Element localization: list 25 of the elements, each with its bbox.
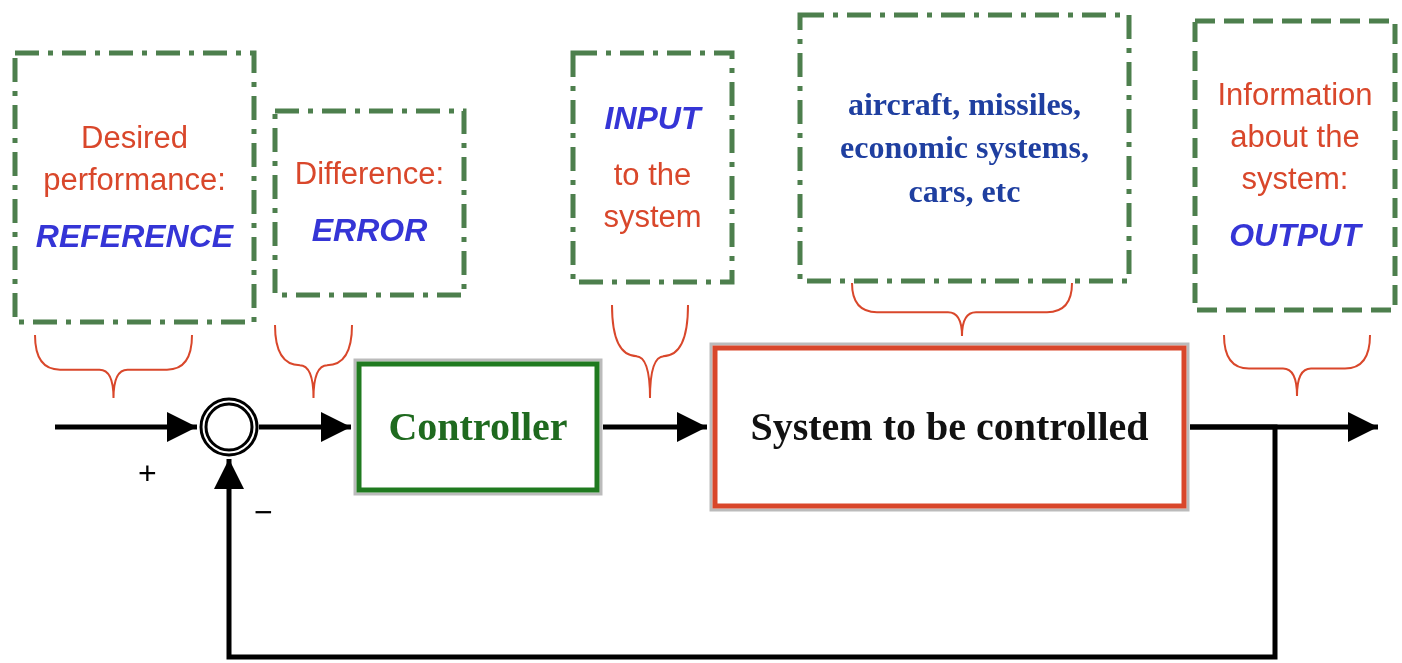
callout-keyword: ERROR <box>311 211 428 251</box>
callout-box <box>12 50 257 325</box>
callout-text: Difference: <box>294 155 445 194</box>
arrow <box>259 412 351 442</box>
block-box <box>709 342 1190 512</box>
arrow <box>55 412 197 442</box>
callout-text: Desired performance: <box>42 119 227 199</box>
arrow <box>214 424 1278 660</box>
sign-label: + <box>138 455 157 492</box>
callout-text: aircraft, missiles, economic systems, cars, etc <box>839 85 1090 211</box>
callout-text: to the system <box>602 156 703 237</box>
callout-box <box>797 12 1132 284</box>
summing-junction <box>199 397 259 457</box>
callout-keyword: REFERENCE <box>35 216 234 256</box>
sign-label: − <box>254 494 273 531</box>
callout-box <box>570 50 735 285</box>
block-label: System to be controlled <box>750 403 1149 451</box>
block-box <box>353 358 603 496</box>
callout-box <box>1192 18 1398 313</box>
block-label: Controller <box>388 403 568 451</box>
callout-keyword: OUTPUT <box>1229 215 1361 255</box>
arrow <box>603 412 707 442</box>
callout-box <box>272 108 467 298</box>
callout-text: Information about the system: <box>1216 76 1374 198</box>
callout-keyword: INPUT <box>604 99 701 139</box>
